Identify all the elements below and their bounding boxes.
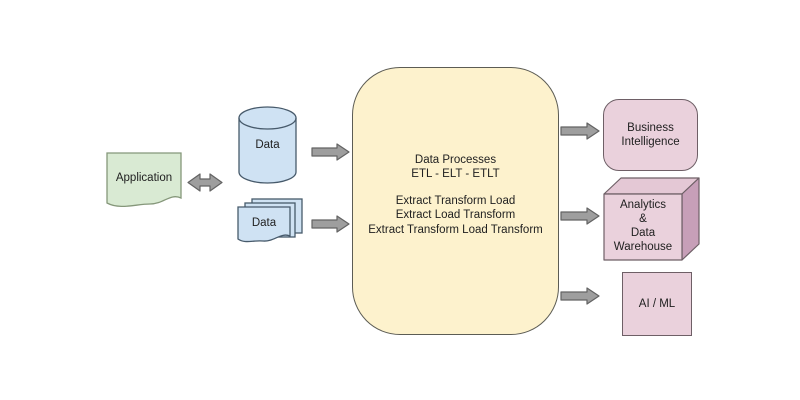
- analytics-warehouse-cube-shape: [603, 177, 700, 261]
- database-cylinder-shape: [238, 106, 297, 184]
- process-subtitle: ETL - ELT - ETLT: [411, 168, 500, 181]
- analytics-warehouse-label-line1: Analytics: [619, 199, 667, 211]
- analytics-warehouse-label: Analytics & Data Warehouse: [604, 192, 682, 260]
- arrow-to-business-intelligence-icon: [560, 122, 600, 140]
- application-document-shape: [106, 152, 182, 208]
- arrow-cylinder-to-process-icon: [311, 143, 350, 161]
- bidirectional-arrow-icon: [187, 173, 223, 192]
- analytics-warehouse-label-line3: Data: [630, 227, 656, 239]
- arrow-to-ai-ml-icon: [560, 287, 600, 305]
- ai-ml-node: AI / ML: [622, 272, 692, 336]
- documents-stack-shape: [237, 198, 303, 243]
- business-intelligence-label-line1: Business: [627, 121, 674, 134]
- process-line-etl: Extract Transform Load: [395, 194, 516, 207]
- data-cylinder-label: Data: [255, 138, 280, 151]
- analytics-warehouse-label-line4: Warehouse: [613, 241, 673, 253]
- business-intelligence-label-line2: Intelligence: [621, 136, 680, 148]
- ai-ml-label: AI / ML: [638, 297, 676, 310]
- arrow-to-analytics-warehouse-icon: [560, 207, 600, 225]
- process-line-etlt: Extract Transform Load Transform: [368, 223, 543, 236]
- data-documents-label: Data: [251, 216, 277, 229]
- arrow-documents-to-process-icon: [311, 215, 350, 233]
- business-intelligence-node: Business Intelligence: [603, 99, 698, 171]
- process-line-elt: Extract Load Transform: [395, 209, 516, 222]
- analytics-warehouse-label-line2: &: [639, 213, 647, 225]
- data-processes-node: Data Processes ETL - ELT - ETLT Extract …: [352, 67, 559, 335]
- application-label: Application: [115, 171, 173, 184]
- process-spacer: [368, 182, 542, 194]
- process-title: Data Processes: [414, 153, 497, 166]
